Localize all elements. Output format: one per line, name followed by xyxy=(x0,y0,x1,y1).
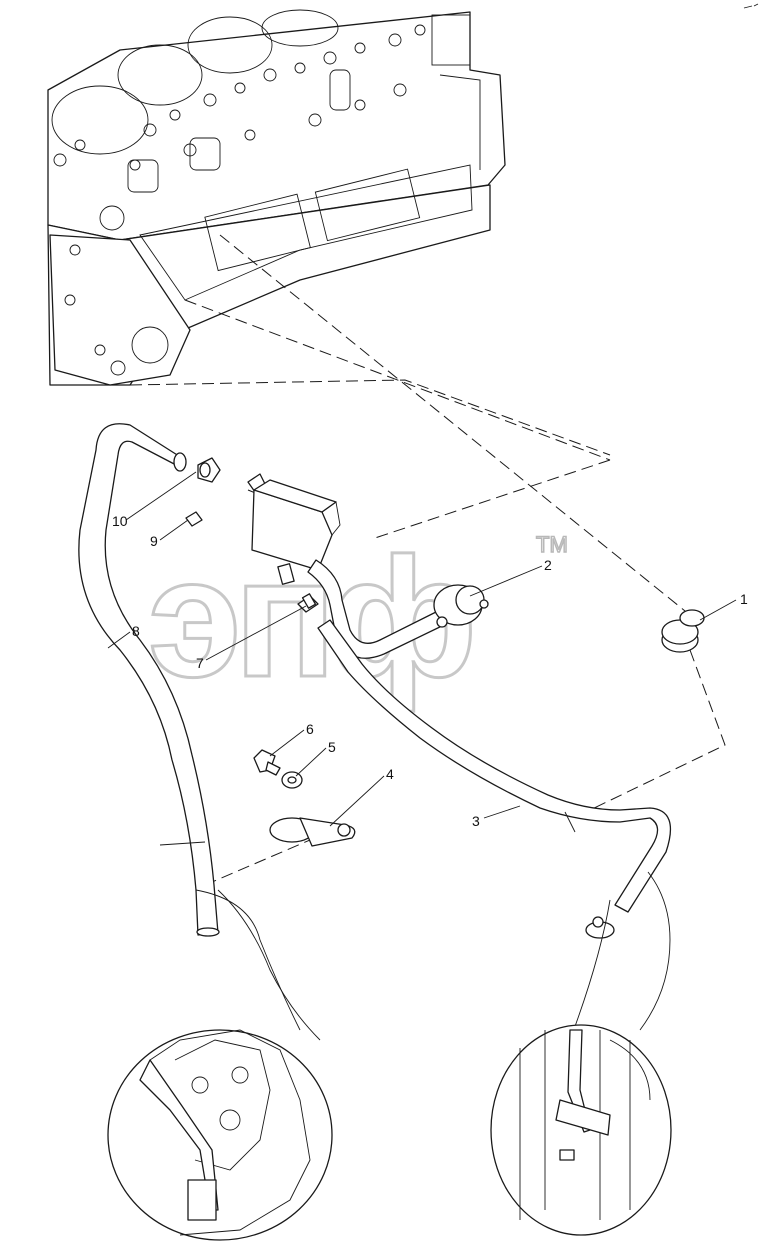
watermark: эпф TM xyxy=(147,522,569,715)
washer-5 xyxy=(281,771,303,789)
detail-view-right xyxy=(490,871,672,1236)
callout-leaders xyxy=(107,471,737,827)
engine-block xyxy=(47,9,506,386)
watermark-trademark: TM xyxy=(536,532,568,557)
bolt-6 xyxy=(253,749,281,776)
bolt-9 xyxy=(185,511,203,527)
clamp-10 xyxy=(197,457,221,483)
callout-4: 4 xyxy=(386,766,394,782)
callout-1: 1 xyxy=(740,591,748,607)
corner-mark xyxy=(743,3,759,9)
callout-10: 10 xyxy=(112,513,128,529)
grommet-1 xyxy=(661,609,705,653)
pipe-3-end-clamp xyxy=(585,916,615,939)
clamp-4 xyxy=(269,817,356,847)
callout-9: 9 xyxy=(150,533,158,549)
pipe-3 xyxy=(317,619,672,913)
callout-8: 8 xyxy=(132,623,140,639)
assembly-lines xyxy=(129,234,726,886)
separator-2 xyxy=(433,584,489,628)
callout-labels: 1 2 3 4 5 6 7 8 9 10 xyxy=(112,513,748,829)
callout-7: 7 xyxy=(196,655,204,671)
callout-5: 5 xyxy=(328,739,336,755)
callout-2: 2 xyxy=(544,557,552,573)
detail-view-left xyxy=(107,889,333,1241)
breather-unit xyxy=(247,473,447,659)
callout-3: 3 xyxy=(472,813,480,829)
callout-6: 6 xyxy=(306,721,314,737)
hose-8 xyxy=(78,423,220,937)
